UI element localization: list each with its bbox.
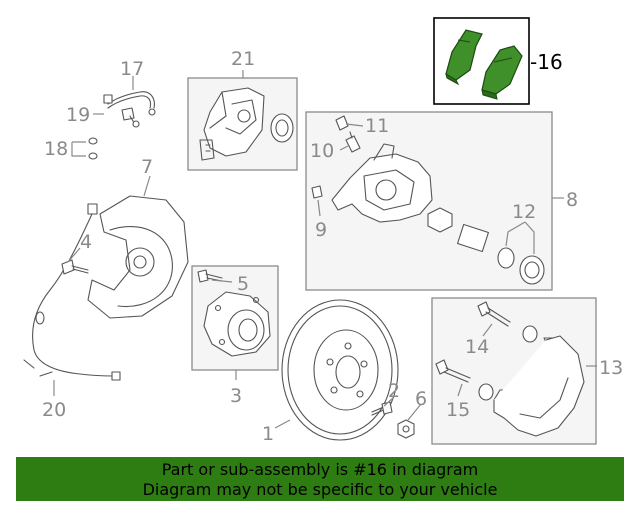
label-part-15: 15 bbox=[446, 399, 470, 421]
caliper-bracket-part-13 bbox=[493, 335, 585, 437]
label-part-1: 1 bbox=[262, 423, 274, 445]
label-part-2: 2 bbox=[388, 380, 400, 402]
leader-lines bbox=[53, 70, 597, 429]
bleeder-screw-part-11 bbox=[335, 115, 349, 131]
label-part-3: 3 bbox=[230, 385, 242, 407]
dust-shield-part-7 bbox=[87, 195, 189, 319]
banner-line-1: Part or sub-assembly is #16 in diagram bbox=[161, 460, 479, 479]
parts-diagram: 17 19 18 21 -16 11 10 7 8 12 9 4 5 14 13… bbox=[23, 17, 623, 445]
guide-pins-part-12 bbox=[427, 207, 545, 285]
label-part-18: 18 bbox=[44, 138, 68, 160]
label-part-6: 6 bbox=[415, 388, 427, 410]
brake-rotor-part-1 bbox=[281, 299, 399, 441]
brake-pads-part-16[interactable] bbox=[445, 29, 523, 100]
label-part-7: 7 bbox=[141, 156, 153, 178]
label-part-12: 12 bbox=[512, 201, 536, 223]
label-part-17: 17 bbox=[120, 58, 144, 80]
washers-part-18 bbox=[88, 137, 98, 160]
label-part-16[interactable]: -16 bbox=[530, 50, 563, 74]
nut-part-6 bbox=[397, 419, 415, 439]
label-part-21: 21 bbox=[231, 48, 255, 70]
label-part-8: 8 bbox=[566, 189, 578, 211]
guide-bolt-part-15 bbox=[435, 359, 494, 401]
bolt-part-4 bbox=[61, 259, 89, 275]
hose-bolt-part-19 bbox=[121, 107, 140, 128]
bleeder-cap-part-10 bbox=[345, 131, 361, 153]
label-part-11: 11 bbox=[365, 115, 389, 137]
label-part-4: 4 bbox=[80, 231, 92, 253]
label-part-5: 5 bbox=[237, 273, 249, 295]
parking-brake-motor-part-21 bbox=[199, 87, 294, 161]
caliper-bolt-part-9 bbox=[311, 185, 323, 199]
caliper-part-8 bbox=[331, 143, 433, 223]
hub-bearing-part-3 bbox=[203, 291, 271, 357]
label-part-19: 19 bbox=[66, 104, 90, 126]
label-part-20: 20 bbox=[42, 399, 66, 421]
guide-bolt-part-14 bbox=[477, 301, 538, 343]
banner-line-2: Diagram may not be specific to your vehi… bbox=[142, 480, 498, 499]
label-part-10: 10 bbox=[310, 140, 334, 162]
brake-hose-part-17 bbox=[103, 91, 156, 116]
label-part-14: 14 bbox=[465, 336, 489, 358]
info-banner: Part or sub-assembly is #16 in diagram D… bbox=[16, 457, 624, 501]
label-part-13: 13 bbox=[599, 357, 623, 379]
label-part-9: 9 bbox=[315, 219, 327, 241]
